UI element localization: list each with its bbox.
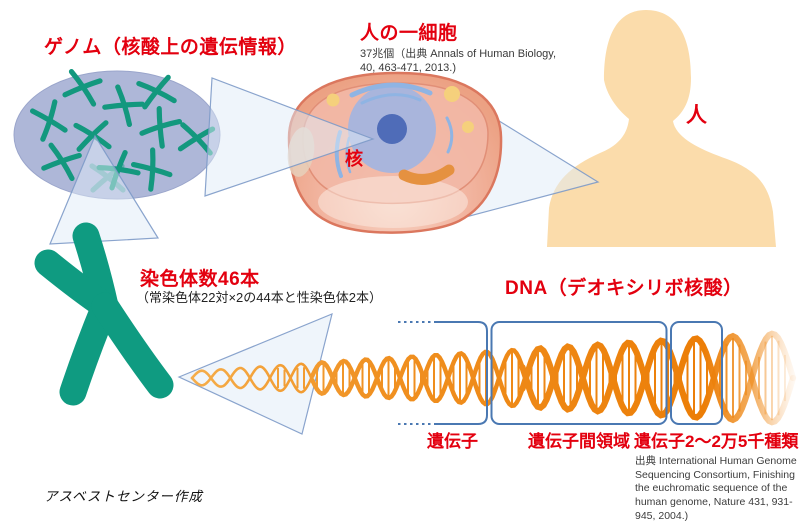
cell-title: 人の一細胞 — [360, 23, 458, 44]
nucleolus — [377, 114, 407, 144]
gene-label: 遺伝子 — [427, 432, 478, 451]
chromosome-title: 染色体数46本 — [140, 269, 260, 290]
genome-title: ゲノム（核酸上の遺伝情報） — [44, 37, 297, 58]
dna-title: DNA（デオキシリボ核酸） — [505, 278, 743, 299]
organelle-vesicle — [326, 93, 340, 107]
gene-region-box — [436, 321, 488, 425]
organelle-arc — [349, 82, 433, 98]
cell-bottom-highlight — [318, 176, 468, 228]
organelle-vesicle — [444, 86, 460, 102]
human-silhouette — [547, 10, 776, 247]
gene-region-brackets — [398, 321, 723, 425]
cell-note-line2: 40, 463-471, 2013.) — [360, 62, 457, 74]
nucleus-label: 核 — [345, 149, 363, 169]
credit-text: アスベストセンター作成 — [44, 489, 203, 504]
organelle-vesicle — [462, 121, 474, 133]
gene-citation: 出典 International Human Genome Sequencing… — [635, 455, 797, 522]
human-label: 人 — [686, 104, 707, 127]
genome-ellipse-illustration — [13, 69, 221, 200]
chromosome-illustration — [34, 222, 174, 406]
gene-count-region-box — [670, 321, 723, 425]
intergenic-label: 遺伝子間領域 — [528, 432, 630, 451]
chromosome-note: （常染色体22対×2の44本と性染色体2本） — [136, 290, 382, 305]
intergenic-region-box — [490, 321, 668, 425]
zoom-beam-nucleus-to-genome — [204, 77, 375, 197]
zoom-beam-genome-to-chromosome — [49, 134, 160, 245]
cell-note-line1: 37兆個（出典 Annals of Human Biology, — [360, 48, 557, 60]
gene-count-label: 遺伝子2〜2万5千種類 — [634, 432, 799, 451]
organelle-mitochondrion — [398, 164, 455, 185]
